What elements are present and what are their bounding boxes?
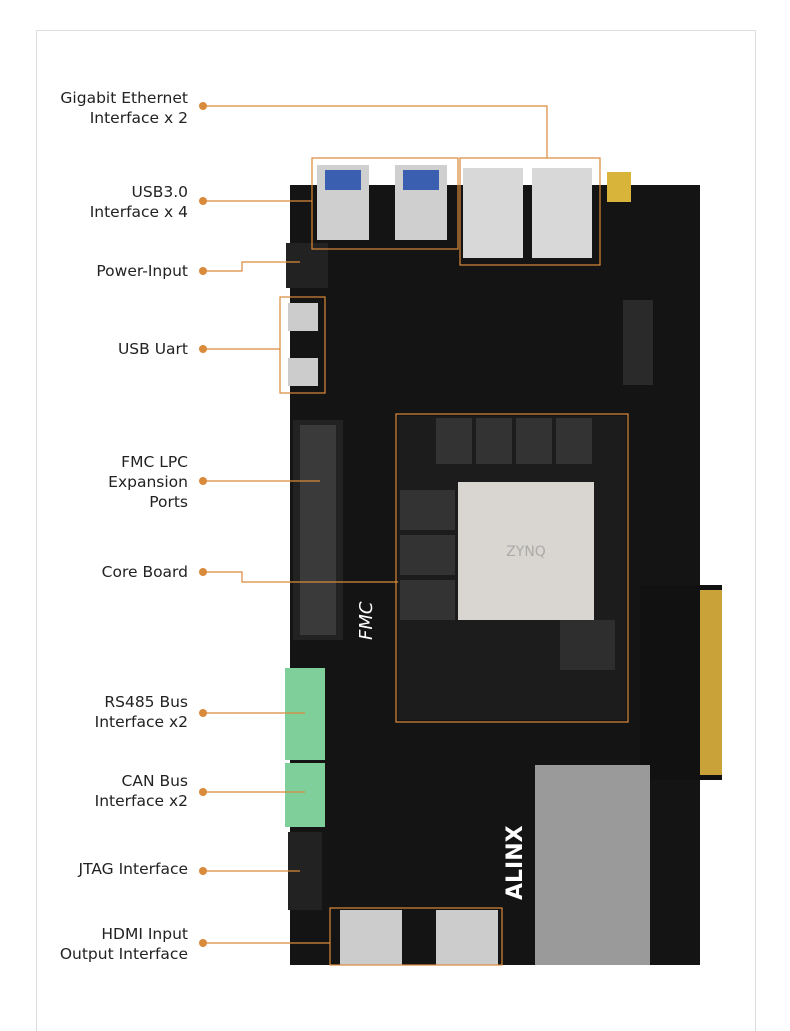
svg-text:ZYNQ: ZYNQ: [506, 544, 546, 560]
pcie-edge-connector: [700, 590, 722, 775]
hdmi-box: [329, 907, 503, 966]
uart-box: [279, 296, 326, 394]
leader-dots: [199, 102, 207, 947]
mini-displayport: [607, 172, 631, 202]
rs485-terminal: [285, 668, 325, 760]
brand-mark: ALINX: [503, 825, 528, 900]
label-jtag: JTAG Interface: [78, 860, 189, 878]
label-core: Core Board: [101, 563, 188, 581]
ethernet-port: [463, 168, 523, 258]
power-jack: [286, 243, 328, 288]
callout-boxes: [279, 157, 629, 966]
core-box: [395, 413, 629, 723]
board-photo: FMC ZYNQ ALINX: [285, 165, 722, 965]
ethernet-box: [459, 157, 601, 266]
hdmi-port: [340, 910, 402, 965]
sfp-cage: [535, 765, 650, 965]
can-terminal: [285, 763, 325, 827]
label-uart: USB Uart: [117, 340, 188, 358]
usb-uart-port: [288, 358, 318, 386]
usb-uart-port: [288, 303, 318, 331]
zynq-chip: [458, 482, 594, 620]
ethernet-port: [532, 168, 592, 258]
label-power: Power-Input: [96, 262, 188, 280]
leader-lines: [203, 105, 548, 944]
usb3-box: [311, 157, 459, 250]
hdmi-port: [436, 910, 498, 965]
image-frame: [36, 30, 756, 1031]
fmc-mark: FMC: [356, 601, 377, 640]
